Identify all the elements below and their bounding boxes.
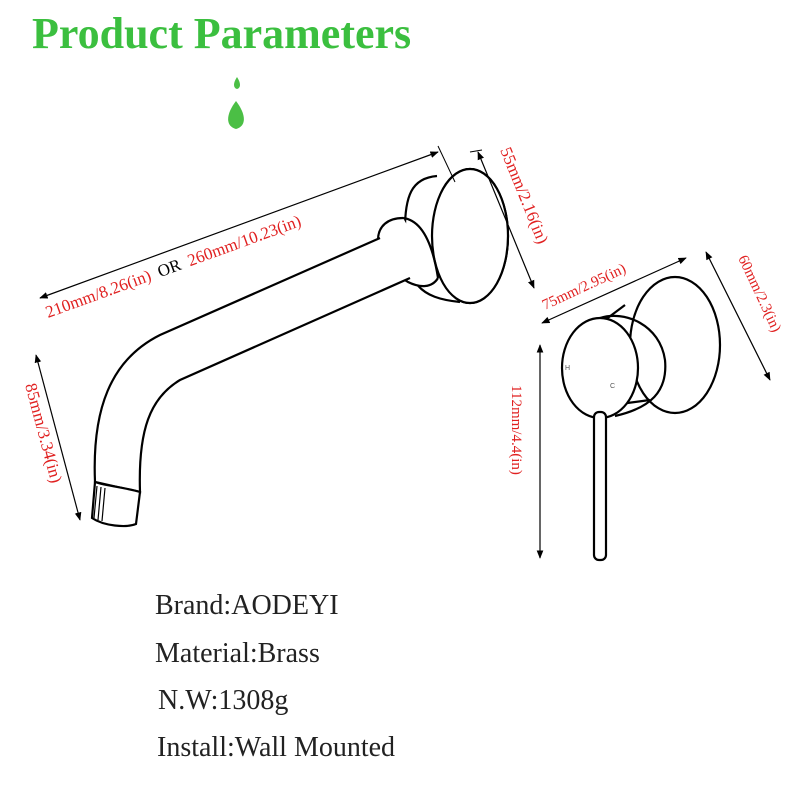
lever-height-label: 112mm/4.4(in) (508, 385, 524, 475)
spec-label: Install: (157, 732, 235, 763)
mixer-body (560, 316, 640, 420)
mixer-wall-plate (628, 275, 722, 415)
mixer-drawing: H C (560, 275, 722, 562)
spec-label: N.W: (158, 685, 219, 716)
spec-value: 1308g (218, 685, 289, 716)
mixer-hot-mark: H (565, 365, 570, 372)
mixer-lever (592, 410, 608, 562)
spec-label: Brand: (155, 590, 232, 621)
spec-value: Wall Mounted (234, 732, 396, 763)
spout-dimension-lines (34, 145, 535, 521)
page-title: Product Parameters (32, 9, 412, 58)
spec-value: AODEYI (231, 590, 339, 621)
spec-label: Material: (155, 638, 258, 669)
spec-value: Brass (257, 638, 320, 669)
mixer-depth-label: 75mm/2.95(in) (540, 261, 629, 314)
spec-install: Install:Wall Mounted (157, 732, 395, 764)
spec-net-weight: N.W:1308g (158, 685, 288, 717)
spout-height-label: 85mm/3.34(in) (21, 381, 66, 485)
water-drop-icon (228, 77, 244, 129)
mixer-cold-mark: C (610, 383, 615, 390)
spec-brand: Brand:AODEYI (155, 590, 339, 622)
spec-material: Material:Brass (155, 638, 320, 670)
mixer-dimension-lines (536, 251, 771, 559)
